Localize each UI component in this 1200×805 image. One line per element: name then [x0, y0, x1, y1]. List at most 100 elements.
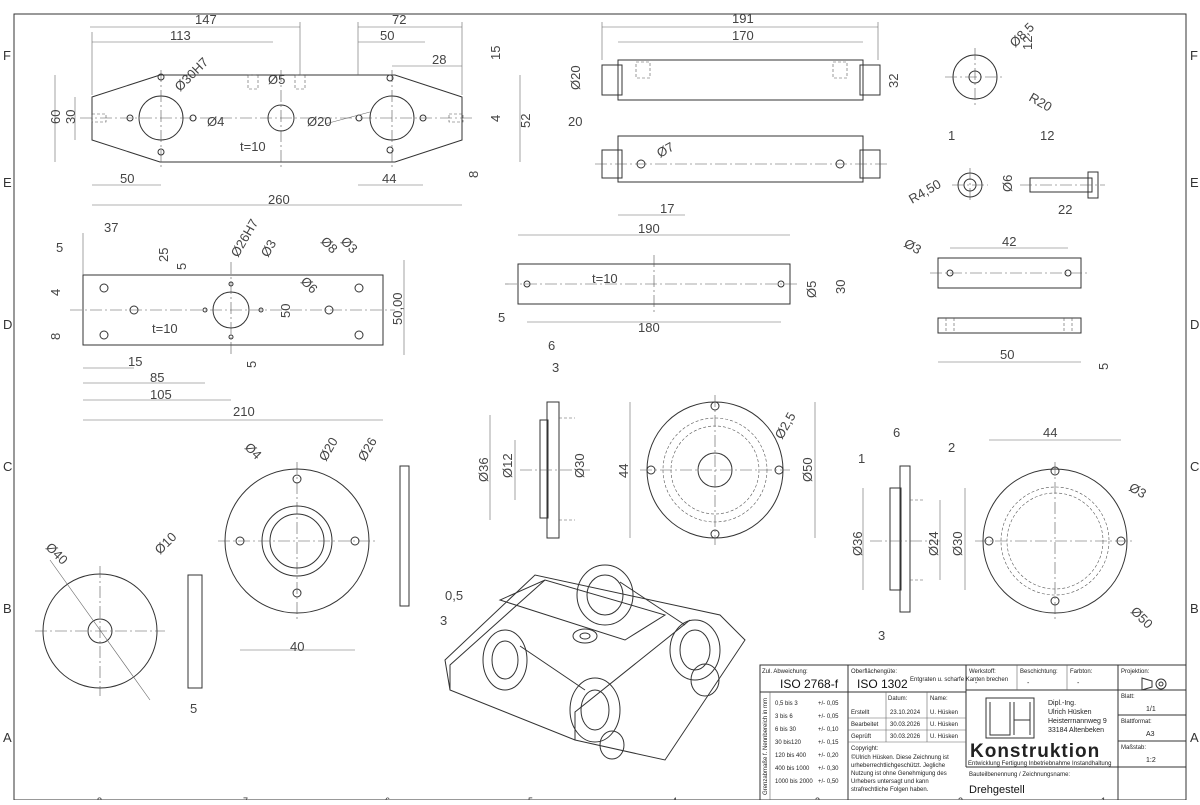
dim-d6: Ø6	[1000, 175, 1015, 192]
dim-r4-50: R4,50	[906, 176, 944, 206]
tol-value: +/- 0,50	[818, 779, 839, 785]
dim-30: 30	[833, 280, 848, 294]
sheet-label: Blatt:	[1121, 694, 1135, 700]
dim-170: 170	[732, 28, 754, 43]
revision-cell: U. Hüsken	[930, 722, 958, 728]
dim-t10-plate: t=10	[152, 321, 178, 336]
hdr-name: Name:	[930, 696, 948, 702]
dim-r20: R20	[1027, 90, 1055, 115]
dim-d50: Ø50	[800, 457, 815, 482]
dim-3: 3	[440, 613, 447, 628]
revision-cell: 30.03.2026	[890, 734, 921, 740]
projection-icon	[1141, 677, 1167, 691]
dim-50-00: 50,00	[390, 292, 405, 325]
col-mark-6: 6	[385, 796, 390, 800]
row-mark-C-right: C	[1190, 459, 1199, 474]
view-axle: 191 170 Ø20 32 20 Ø7 17	[568, 11, 901, 216]
col-mark-2: 2	[958, 796, 963, 800]
tol-value: +/- 0,10	[818, 727, 839, 733]
surface-note: Entgraten u. scharfe Kanten brechen	[910, 677, 1008, 683]
view-spacer-bar: 190 t=10 Ø5 30 5 180	[498, 221, 848, 335]
dim-d50: Ø50	[1128, 604, 1156, 632]
dim-t10-bar: t=10	[592, 271, 618, 286]
dim-4: 4	[48, 289, 63, 296]
col-mark-3: 3	[815, 796, 820, 800]
dim-d30: Ø30	[572, 453, 587, 478]
brand-tagline: Entwicklung Fertigung Inbetriebnahme Ins…	[968, 761, 1111, 767]
dim-d8: Ø8	[318, 234, 341, 257]
dim-d26: Ø26	[355, 435, 380, 464]
dim-37: 37	[104, 220, 118, 235]
dim-d3: Ø3	[1127, 480, 1150, 502]
dim-44: 44	[616, 464, 631, 478]
dim-d26h7: Ø26H7	[228, 216, 262, 259]
row-mark-F-right: F	[1190, 48, 1198, 63]
dim-d3b: Ø3	[338, 234, 361, 257]
dim-72: 72	[392, 12, 406, 27]
copyright-label: Copyright:	[851, 746, 879, 752]
scale-label: Maßstab:	[1121, 745, 1146, 751]
dim-1: 1	[858, 451, 865, 466]
dim-0-5: 0,5	[445, 588, 463, 603]
title-block: Zul. Abweichung: ISO 2768-f Oberflächeng…	[759, 664, 1187, 801]
tol-range: 6 bis 30	[775, 727, 797, 733]
dim-2: 2	[948, 440, 955, 455]
dim-d36: Ø36	[850, 531, 865, 556]
copyright-line: strafrechtliche Folgen haben.	[851, 787, 929, 793]
tol-range: 1000 bis 2000	[775, 779, 813, 785]
dim-32: 32	[886, 74, 901, 88]
dim-210: 210	[233, 404, 255, 419]
dim-d30: Ø30	[950, 531, 965, 556]
col-mark-4: 4	[672, 796, 677, 800]
dim-28: 28	[432, 52, 446, 67]
dim-d20-axle: Ø20	[568, 65, 583, 90]
dim-d30h7: Ø30H7	[172, 54, 212, 94]
tol-range: 3 bis 6	[775, 714, 793, 720]
revision-cell: 30.03.2026	[890, 722, 921, 728]
copyright-line: Urhebers untersagt und kann	[851, 779, 929, 785]
dim-5: 5	[498, 310, 505, 325]
revision-cell: U. Hüsken	[930, 710, 958, 716]
dim-d7: Ø7	[654, 139, 677, 161]
tol-range: 120 bis 400	[775, 753, 807, 759]
dim-d10: Ø10	[152, 529, 180, 557]
tol-value: +/- 0,20	[818, 753, 839, 759]
material-value: -	[975, 680, 978, 687]
hdr-date: Datum:	[888, 696, 908, 702]
dim-d5: Ø5	[804, 281, 819, 298]
tol-value: +/- 0,05	[818, 714, 839, 720]
company-line-3: Heisterrnannweg 9	[1048, 718, 1107, 725]
tol-range: 400 bis 1000	[775, 766, 810, 772]
row-mark-D-right: D	[1190, 317, 1199, 332]
format-label: Blattformat:	[1121, 719, 1152, 725]
tol-value: +/- 0,15	[818, 740, 839, 746]
dim-52: 52	[518, 114, 533, 128]
company-line-2: Ulrich Hüsken	[1048, 709, 1092, 716]
company-line-4: 33184 Altenbeken	[1048, 727, 1104, 734]
dim-15: 15	[488, 46, 503, 60]
view-bushing: Ø8,5 12 R20 1 R4,50 Ø6 12 22	[906, 20, 1105, 217]
sheet-value: 1/1	[1146, 706, 1156, 713]
tol-range: 0,5 bis 3	[775, 701, 798, 707]
dim-6: 6	[893, 425, 900, 440]
brand-name: Konstruktion	[970, 741, 1100, 762]
copyright-line: Nutzung ist ohne Genehmigung des	[851, 771, 947, 777]
dim-8: 8	[48, 333, 63, 340]
col-mark-7: 7	[243, 796, 248, 800]
frame-grid-marks: FFEEDDCCBBAA87654321	[3, 48, 1199, 805]
dim-44: 44	[1043, 425, 1057, 440]
dim-1: 1	[948, 128, 955, 143]
dim-8: 8	[466, 171, 481, 178]
dim-50: 50	[278, 304, 293, 318]
material-label: Werkstoff:	[969, 669, 996, 675]
dim-15: 15	[128, 354, 142, 369]
revision-cell: Bearbeitet	[851, 722, 879, 728]
dim-44: 44	[382, 171, 396, 186]
dim-5: 5	[190, 701, 197, 716]
dim-t10: t=10	[240, 139, 266, 154]
view-small-bar: Ø3 42 50 5	[902, 234, 1112, 370]
tol-value: +/- 0,05	[818, 701, 839, 707]
dim-190: 190	[638, 221, 660, 236]
dim-85: 85	[150, 370, 164, 385]
